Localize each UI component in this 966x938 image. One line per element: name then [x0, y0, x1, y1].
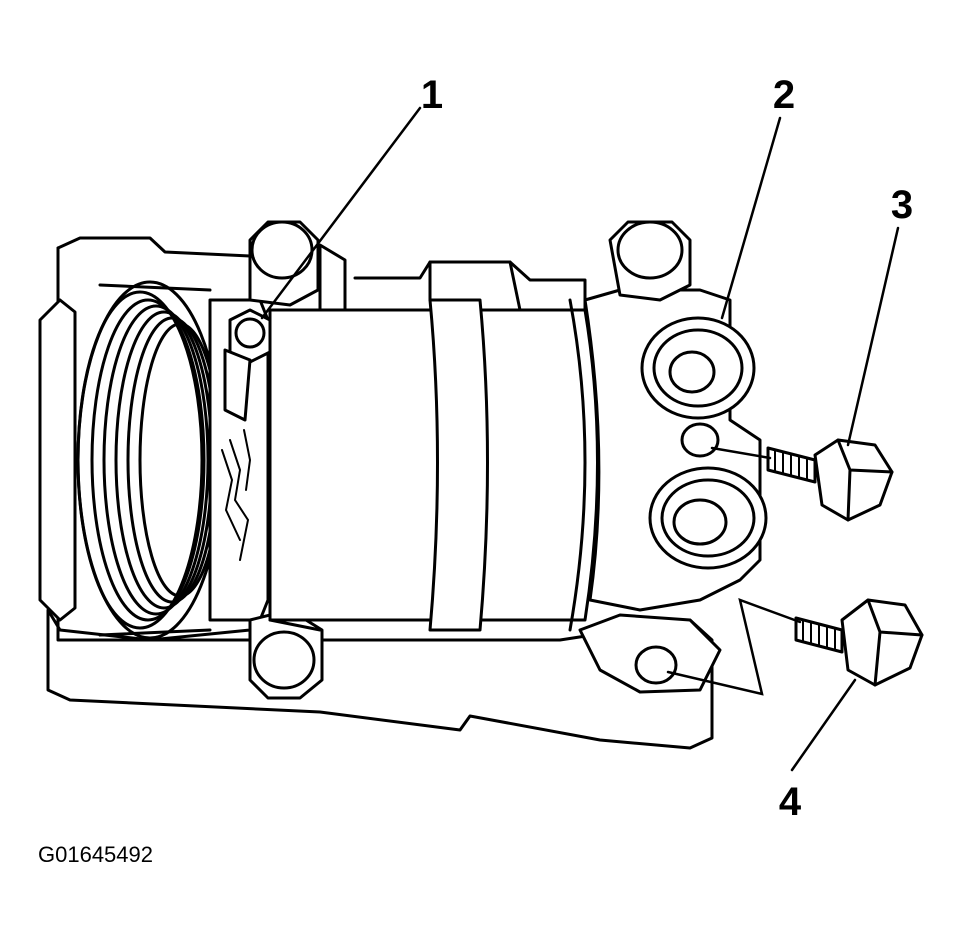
bolt-item-4 [794, 598, 924, 687]
bolt-item-3 [766, 438, 894, 522]
callout-2: 2 [773, 73, 795, 117]
callout-1: 1 [421, 73, 443, 117]
manifold-ports [634, 316, 768, 685]
figure-id: G01645492 [38, 842, 153, 867]
leader-lines [260, 106, 900, 772]
compressor-body [268, 243, 599, 632]
rear-head [568, 220, 762, 694]
clutch-pulley [38, 280, 224, 640]
callout-4: 4 [779, 780, 802, 824]
front-mount-ears [248, 220, 324, 700]
connector-item-1 [223, 308, 272, 422]
callout-3: 3 [891, 183, 913, 227]
